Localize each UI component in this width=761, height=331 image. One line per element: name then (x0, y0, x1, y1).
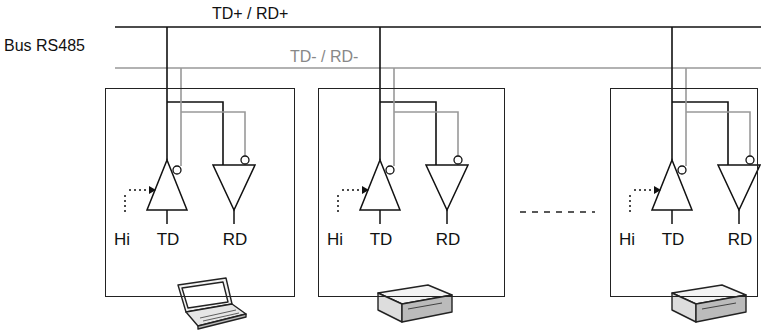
receiver-symbol (213, 165, 255, 210)
transceiver-box: Hi TD RD (105, 88, 295, 297)
inverting-bubble (678, 166, 686, 174)
td-stub (671, 210, 673, 224)
td-stub (379, 210, 381, 224)
wire-minus (686, 112, 750, 156)
inverting-bubble (746, 156, 754, 164)
bus-signal-label: TD- / RD- (290, 49, 358, 65)
wire-plus (379, 27, 381, 160)
enable-dotted (634, 189, 654, 191)
enable-dotted (629, 192, 631, 212)
enable-label: Hi (114, 231, 130, 248)
enable-arrowhead (362, 186, 369, 194)
bus-line-plus (115, 26, 761, 28)
rd-stub (446, 210, 448, 224)
driver-symbol (360, 160, 400, 210)
wire-minus (393, 68, 395, 166)
transceiver-wiring (125, 27, 760, 224)
inverting-bubble (173, 166, 181, 174)
wire-minus (394, 112, 458, 156)
driver-symbol (147, 160, 187, 210)
inverting-bubble (241, 156, 249, 164)
bus-title: Bus RS485 (4, 38, 85, 54)
inverting-bubble (386, 166, 394, 174)
receiver-symbol (718, 165, 760, 210)
transceiver-box: Hi TD RD (610, 88, 758, 297)
wire-plus (671, 27, 673, 160)
transceiver-box: Hi TD RD (318, 88, 505, 297)
enable-dotted (129, 189, 149, 191)
wire-minus (180, 68, 182, 166)
inverting-bubble (454, 156, 462, 164)
pin-label: TD (157, 231, 180, 248)
td-stub (166, 210, 168, 224)
receiver-symbol (426, 165, 468, 210)
enable-arrowhead (654, 186, 661, 194)
pin-label: RD (728, 231, 753, 248)
enable-arrowhead (149, 186, 156, 194)
enable-dotted (342, 189, 362, 191)
enable-dotted (337, 192, 339, 212)
laptop-icon (178, 278, 246, 329)
device-icon (672, 285, 746, 322)
pin-label: TD (370, 231, 393, 248)
pin-label: RD (223, 231, 248, 248)
continuation-dashes (520, 211, 595, 213)
enable-label: Hi (619, 231, 635, 248)
wire-minus (685, 68, 687, 166)
enable-dotted (124, 192, 126, 212)
driver-symbol (652, 160, 692, 210)
wire-minus (181, 112, 245, 156)
device-icon (378, 285, 452, 322)
pin-label: RD (436, 231, 461, 248)
bus-signal-label: TD+ / RD+ (212, 6, 288, 22)
pin-label: TD (662, 231, 685, 248)
bus-line-minus (115, 67, 761, 69)
enable-label: Hi (327, 231, 343, 248)
rd-stub (738, 210, 740, 224)
wire-plus (166, 27, 168, 160)
rd-stub (233, 210, 235, 224)
